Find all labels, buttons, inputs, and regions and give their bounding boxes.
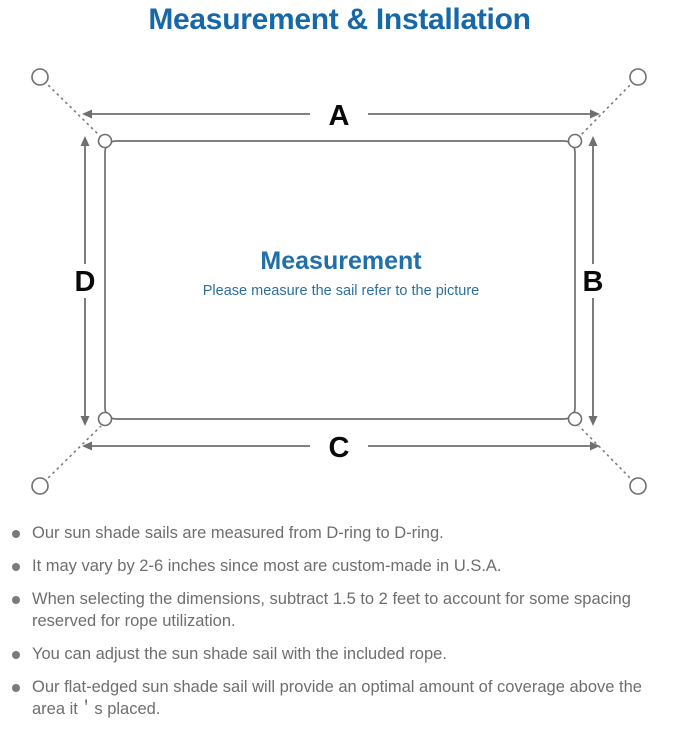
note-text: It may vary by 2-6 inches since most are… [32, 557, 502, 575]
diagram-center-subtext: Please measure the sail refer to the pic… [203, 283, 479, 299]
sun-shade-sail-measurement-diagram: A C D B Measurement Please measure the s… [0, 46, 679, 516]
anchor-bottom-left [31, 477, 49, 495]
diagram-center-heading: Measurement [260, 247, 422, 275]
d-ring-top-left [97, 133, 113, 149]
dimension-label-a: A [329, 100, 350, 132]
bullet-icon [12, 563, 20, 571]
rope-top-right [578, 80, 635, 138]
bullet-icon [12, 596, 20, 604]
rope-bottom-left [43, 425, 102, 483]
rope-bottom-right [578, 425, 635, 483]
dimension-label-d: D [75, 266, 96, 298]
note-text: You can adjust the sun shade sail with t… [32, 645, 447, 663]
dimension-label-c: C [329, 432, 350, 464]
list-item: Our flat-edged sun shade sail will provi… [0, 676, 679, 720]
anchor-top-right [629, 68, 647, 86]
sail-outline [104, 140, 576, 420]
d-ring-bottom-right [567, 411, 583, 427]
list-item: It may vary by 2-6 inches since most are… [0, 555, 679, 577]
rope-lines [43, 80, 635, 483]
anchor-bottom-right [629, 477, 647, 495]
bullet-icon [12, 684, 20, 692]
rope-top-left [43, 80, 102, 138]
notes-list: Our sun shade sails are measured from D-… [0, 522, 679, 731]
d-rings [97, 133, 583, 427]
note-text: Our flat-edged sun shade sail will provi… [32, 678, 642, 718]
note-text: When selecting the dimensions, subtract … [32, 590, 631, 630]
list-item: You can adjust the sun shade sail with t… [0, 643, 679, 665]
dimension-label-b: B [583, 266, 604, 298]
list-item: When selecting the dimensions, subtract … [0, 588, 679, 632]
anchor-points [31, 68, 647, 495]
d-ring-bottom-left [97, 411, 113, 427]
page-title: Measurement & Installation [148, 3, 531, 36]
bullet-icon [12, 651, 20, 659]
anchor-top-left [31, 68, 49, 86]
bullet-icon [12, 530, 20, 538]
d-ring-top-right [567, 133, 583, 149]
note-text: Our sun shade sails are measured from D-… [32, 524, 444, 542]
list-item: Our sun shade sails are measured from D-… [0, 522, 679, 544]
